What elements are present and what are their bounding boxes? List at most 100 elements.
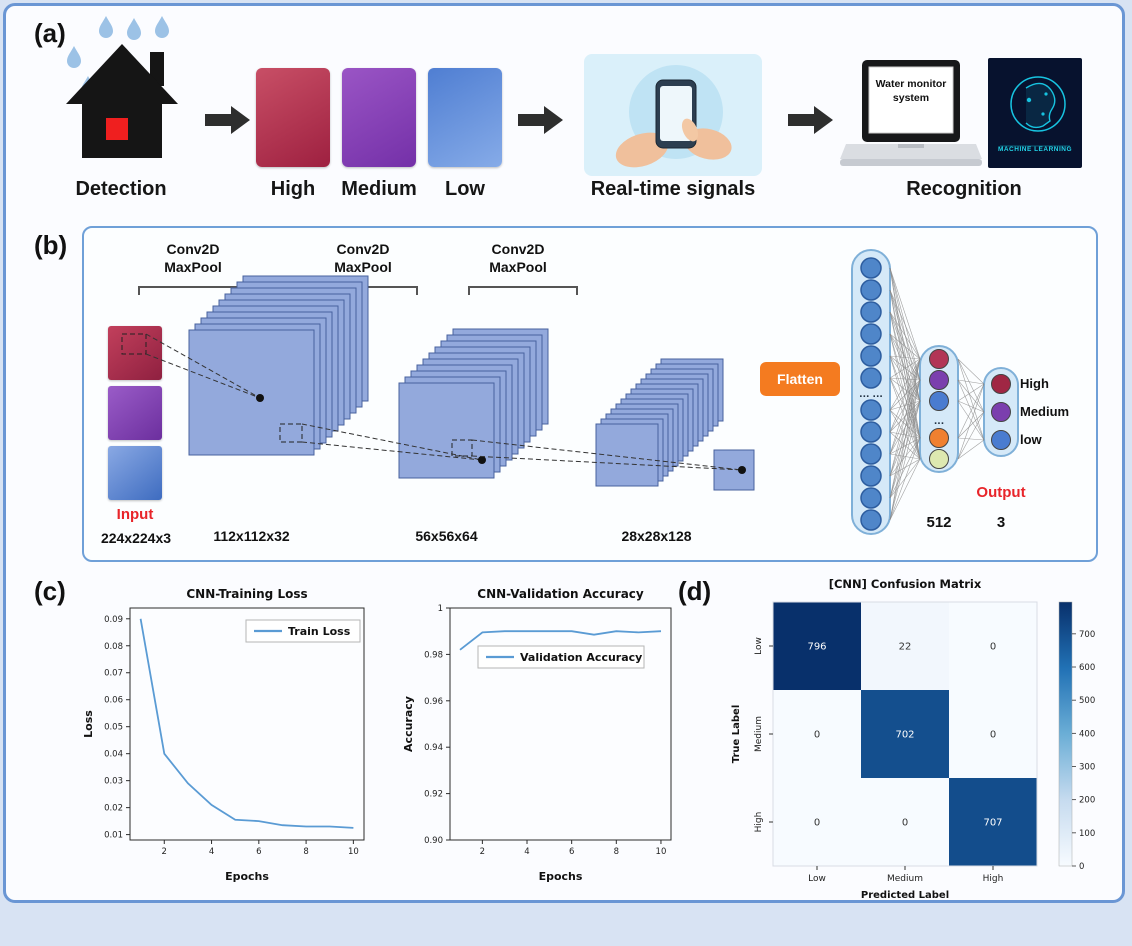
cell-value: 702 <box>895 730 914 741</box>
fc-neuron <box>860 367 882 389</box>
x-tick-label: 8 <box>614 847 619 857</box>
flatten-layer-box <box>851 249 891 535</box>
figure-frame: (a) Detection High Medium Low <box>3 3 1125 903</box>
svg-text:...: ... <box>934 417 944 427</box>
input-image-high <box>108 326 162 380</box>
feature-map-layer <box>615 403 679 467</box>
panel-d-letter: (d) <box>678 576 712 606</box>
x-tick-label: 10 <box>348 847 359 857</box>
feature-map-layer <box>610 408 674 472</box>
arrow-right-icon <box>788 106 833 134</box>
heatmap-cell <box>773 778 861 866</box>
cell-value: 0 <box>814 818 820 829</box>
feature-map-layer <box>194 323 321 450</box>
feature-map-layer <box>410 370 507 467</box>
y-tick-label: 0.04 <box>104 750 123 760</box>
input-image-low <box>108 446 162 500</box>
col-label: Medium <box>887 874 923 884</box>
house-icon <box>66 44 178 158</box>
colorbar <box>1058 601 1073 867</box>
feature-map-layer <box>188 329 315 456</box>
heatmap-cell <box>861 778 949 866</box>
fc-neuron <box>860 301 882 323</box>
arrow-right-icon <box>518 106 563 134</box>
cell-value: 796 <box>807 642 826 653</box>
feature-map-layer <box>404 376 501 473</box>
y-axis-label: Accuracy <box>402 696 415 752</box>
x-axis-label: Epochs <box>225 870 269 883</box>
feature-map-layer <box>655 363 719 427</box>
cell-value: 707 <box>983 818 1002 829</box>
y-tick-label: 1 <box>438 604 443 614</box>
conv-block-label: Conv2D MaxPool <box>164 241 222 276</box>
colorbar-tick-label: 500 <box>1079 696 1095 706</box>
plot-area <box>129 607 365 841</box>
feature-map-layer <box>398 382 495 479</box>
swatch-high <box>256 68 330 167</box>
flatten-box: Flatten <box>760 362 840 396</box>
stack3-dims-label: 28x28x128 <box>621 528 692 544</box>
y-axis-label: Loss <box>82 710 95 738</box>
dense-neuron <box>929 391 949 411</box>
y-axis-label: True Label <box>731 705 742 764</box>
legend-label: Validation Accuracy <box>520 651 642 664</box>
series-line <box>459 630 662 651</box>
feature-map-layer <box>212 305 339 432</box>
feature-map-layer <box>236 281 363 408</box>
y-tick-label: 0.94 <box>424 743 443 753</box>
heatmap-cell <box>773 690 861 778</box>
feature-map-layer <box>434 346 531 443</box>
cell-value: 22 <box>899 642 912 653</box>
conv-block-label: Conv2D MaxPool <box>489 241 547 276</box>
detection-label: Detection <box>75 178 167 200</box>
feature-map-layer <box>625 393 689 457</box>
x-tick-label: 6 <box>256 847 261 857</box>
fc-neuron <box>860 279 882 301</box>
col-label: High <box>983 874 1004 884</box>
feature-map-layer <box>416 364 513 461</box>
swatch-low <box>428 68 502 167</box>
legend <box>477 645 645 669</box>
fc-neuron <box>860 487 882 509</box>
panel-c-letter: (c) <box>34 576 66 606</box>
feature-map-layer <box>595 423 659 487</box>
x-tick-label: 2 <box>480 847 485 857</box>
fc-neuron <box>860 345 882 367</box>
cell-value: 0 <box>902 818 908 829</box>
ml-badge-text: MACHINE LEARNING <box>997 146 1073 153</box>
high-label: High <box>270 178 316 200</box>
fc-neuron <box>860 421 882 443</box>
dense-neuron <box>929 349 949 369</box>
row-label: Medium <box>754 716 764 752</box>
x-tick-label: 2 <box>162 847 167 857</box>
dense-neuron <box>929 428 949 448</box>
output-layer-box <box>983 367 1019 457</box>
y-tick-label: 0.03 <box>104 777 123 787</box>
row-label: High <box>754 812 764 833</box>
output-label: Output <box>976 484 1026 501</box>
y-tick-label: 0.07 <box>104 669 123 679</box>
conv-bracket <box>468 286 578 295</box>
feature-map-layer <box>650 368 714 432</box>
feature-map-layer <box>645 373 709 437</box>
colorbar-tick-label: 0 <box>1079 862 1084 872</box>
fc-neuron <box>860 465 882 487</box>
feature-map-layer <box>452 328 549 425</box>
class-label-high: High <box>1020 376 1049 391</box>
panel-a-letter: (a) <box>34 18 66 48</box>
rain-drops-icon <box>67 16 169 98</box>
feature-map-layer <box>600 418 664 482</box>
panel-b-letter: (b) <box>34 230 68 260</box>
output-neuron <box>991 430 1011 450</box>
fc-neuron <box>860 399 882 421</box>
svg-text:... ...: ... ... <box>859 390 883 400</box>
input-dims-label: 224x224x3 <box>100 530 172 546</box>
heatmap-cell <box>861 602 949 690</box>
cnn-architecture-box: Conv2D MaxPool Conv2D MaxPool Conv2D Max… <box>82 226 1098 562</box>
medium-label: Medium <box>341 178 417 200</box>
feature-map-layer <box>206 311 333 438</box>
stack1-dims-label: 112x112x32 <box>213 528 290 544</box>
